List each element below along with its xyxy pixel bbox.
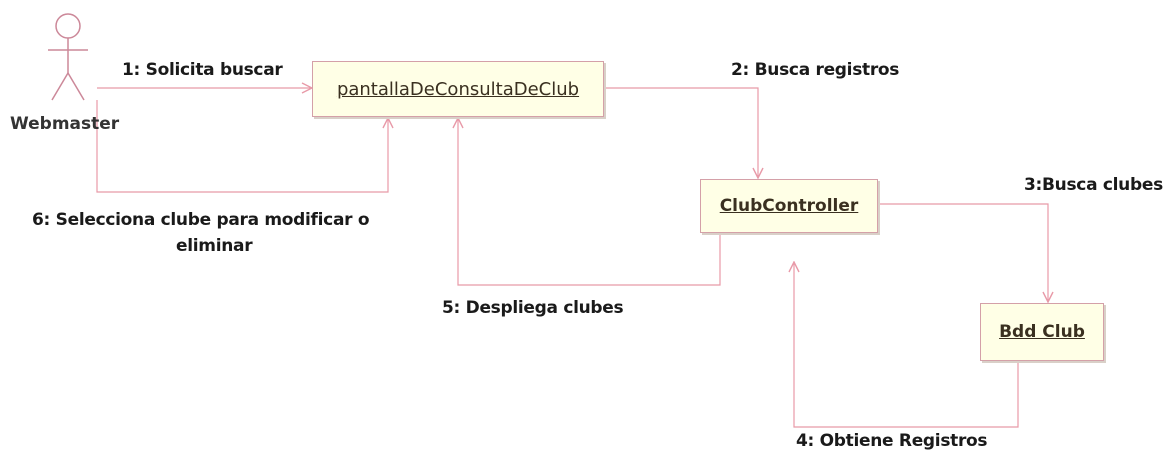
link-5-despliega-clubes	[458, 118, 721, 286]
object-pantalla-consulta-club[interactable]: pantallaDeConsultaDeClub	[312, 61, 604, 117]
message-5-label: 5: Despliega clubes	[442, 298, 624, 318]
message-3-label: 3:Busca clubes	[1024, 175, 1163, 195]
object-club-controller[interactable]: ClubController	[700, 179, 878, 233]
link-4-obtiene-registros	[794, 262, 1019, 428]
message-1-label: 1: Solicita buscar	[122, 60, 283, 80]
message-6-label-line2: eliminar	[176, 236, 253, 256]
object-pantalla-label: pantallaDeConsultaDeClub	[336, 78, 580, 100]
object-bdd-label: Bdd Club	[999, 322, 1085, 342]
object-bdd-club[interactable]: Bdd Club	[980, 303, 1104, 361]
link-2-busca-registros	[604, 87, 758, 178]
actor-label: Webmaster	[10, 114, 120, 134]
link-6-selecciona-clube	[96, 100, 388, 193]
object-controller-label: ClubController	[719, 196, 859, 216]
message-4-label: 4: Obtiene Registros	[796, 431, 988, 451]
message-2-label: 2: Busca registros	[731, 60, 900, 80]
message-6-label-line1: 6: Selecciona clube para modificar o	[32, 210, 370, 230]
link-3-busca-clubes	[878, 203, 1048, 302]
actor-icon	[48, 13, 88, 101]
